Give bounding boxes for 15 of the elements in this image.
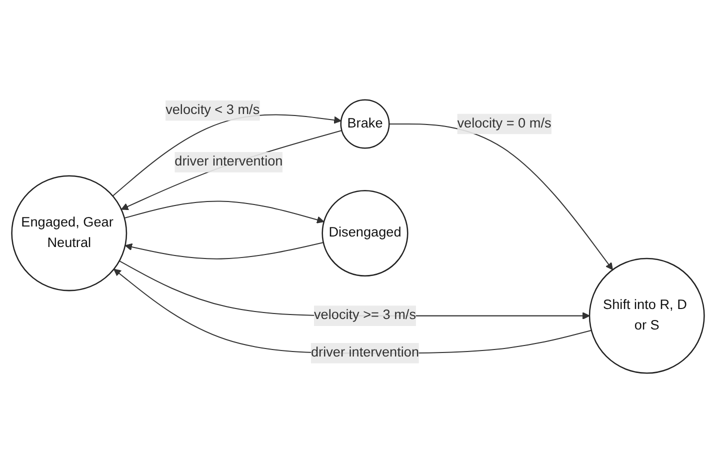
node-circle: Engaged, Gear Neutral — [11, 175, 128, 292]
arrow — [112, 114, 342, 196]
arrow — [114, 268, 592, 354]
edge-label: velocity < 3 m/s — [166, 102, 260, 118]
edge-label: driver intervention — [310, 346, 420, 360]
arrow — [120, 130, 342, 210]
arrow — [124, 200, 324, 224]
arrow — [124, 242, 324, 260]
edge-label: driver intervention — [174, 154, 283, 170]
node-circle: Shift into R, D or S — [588, 258, 705, 374]
edge-label: velocity >= 3 m/s — [314, 308, 416, 323]
arrow — [389, 123, 613, 270]
edge-label: velocity = 0 m/s — [457, 116, 552, 131]
node-circle: Brake — [340, 99, 390, 149]
node-circle: Disengaged — [322, 190, 408, 277]
